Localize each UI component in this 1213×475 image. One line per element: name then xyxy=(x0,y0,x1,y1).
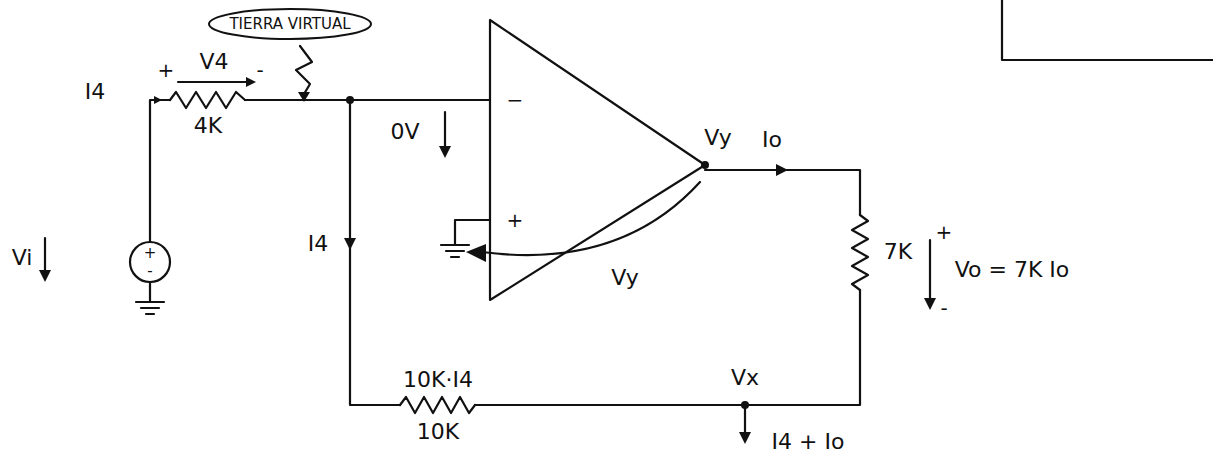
circuit-label: 0V xyxy=(390,120,419,144)
pointer-arrow xyxy=(296,46,312,94)
circuit-label: 10K·I4 xyxy=(403,368,473,392)
circuit-label: − xyxy=(507,89,524,111)
arrow-head xyxy=(739,432,751,444)
circuit-label: V4 xyxy=(199,50,228,74)
circuit-label: + xyxy=(144,245,157,262)
voltage-curve xyxy=(482,182,700,255)
circuit-label: I4 + Io xyxy=(772,430,845,454)
circuit-label: - xyxy=(147,263,152,280)
circuit-label: + xyxy=(158,59,175,81)
arrow-head xyxy=(246,77,256,87)
circuit-label: 4K xyxy=(194,114,222,138)
circuit-label: Vy xyxy=(704,126,731,150)
arrow-head xyxy=(439,146,451,158)
circuit-label: - xyxy=(256,59,263,81)
junction-dot xyxy=(701,161,709,169)
arrow-head xyxy=(924,298,936,310)
wire xyxy=(475,290,860,405)
partial-box xyxy=(1002,0,1213,60)
arrow-head xyxy=(298,92,310,102)
resistor-symbol xyxy=(400,397,475,413)
junction-dot xyxy=(346,96,354,104)
voltage-arrow xyxy=(444,112,446,150)
callout-bubble: TIERRA VIRTUAL xyxy=(207,7,373,41)
wire xyxy=(150,100,170,242)
circuit-label: + xyxy=(936,221,953,243)
voltage-source xyxy=(130,242,170,282)
circuit-label: Vo = 7K Io xyxy=(955,258,1070,282)
arrow-head xyxy=(466,244,486,262)
wire xyxy=(350,100,400,405)
arrow-head xyxy=(154,96,162,104)
circuit-label: I4 xyxy=(85,80,106,104)
arrow-head xyxy=(39,270,51,282)
circuit-label: Vi xyxy=(12,246,33,270)
arrow-head xyxy=(344,238,356,250)
ground-symbol xyxy=(136,282,164,314)
wire xyxy=(245,99,490,101)
junction-dot xyxy=(741,401,749,409)
opamp-symbol xyxy=(490,20,705,300)
circuit-label: Vy xyxy=(611,266,638,290)
circuit-label: I4 xyxy=(308,232,329,256)
arrow-head xyxy=(776,164,788,176)
circuit-label: - xyxy=(940,297,947,319)
callout-text: TIERRA VIRTUAL xyxy=(207,15,373,33)
circuit-label: + xyxy=(507,209,524,231)
circuit-label: Io xyxy=(762,128,782,152)
circuit-label: 7K xyxy=(884,240,912,264)
voltage-arrow xyxy=(178,81,250,83)
current-arrow xyxy=(744,405,746,436)
wire xyxy=(705,170,860,215)
resistor-symbol xyxy=(852,215,868,290)
voltage-arrow xyxy=(929,240,931,302)
circuit-label: Vx xyxy=(731,366,759,390)
circuit-label: 10K xyxy=(417,420,459,444)
resistor-symbol xyxy=(170,92,245,108)
